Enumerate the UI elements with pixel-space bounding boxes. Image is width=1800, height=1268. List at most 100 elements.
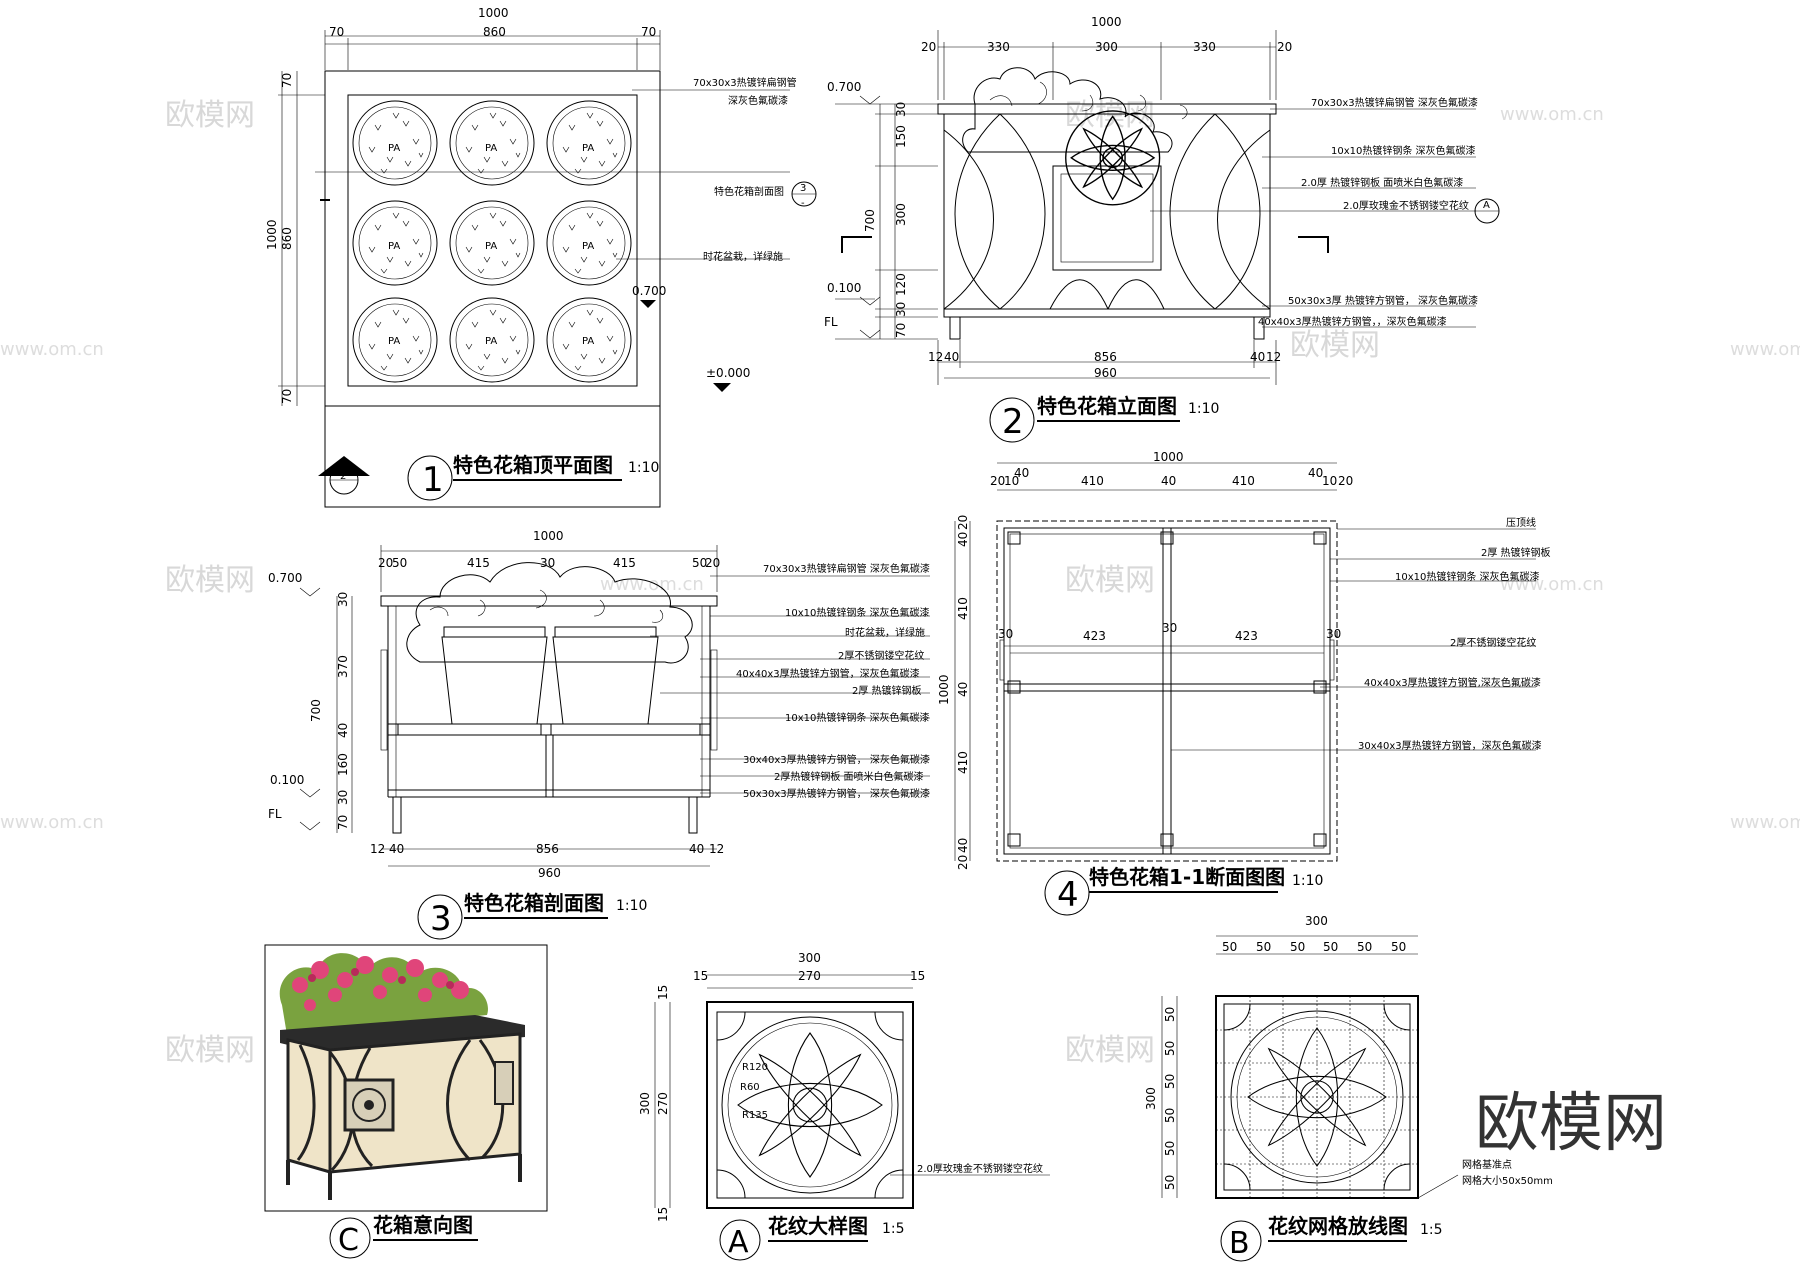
dim-label: 40	[956, 838, 970, 853]
elevation-view: 1000 20 330 300 330 20 12 40 856 40 12 9…	[824, 15, 1500, 443]
view-number: 4	[1057, 875, 1079, 915]
plan-inner	[347, 94, 638, 387]
view-title: 花纹网格放线图	[1268, 1214, 1408, 1238]
callout-note: 深灰色氟碳漆	[728, 94, 788, 107]
dim-label: 40	[389, 842, 404, 856]
dim-label: 15	[910, 969, 925, 983]
callout-note: 2厚不锈钢镂空花纹	[838, 649, 924, 662]
dim-label: 40	[1308, 466, 1323, 480]
dim-label: 1000	[533, 529, 564, 543]
level-mark: 0.700	[268, 571, 302, 585]
view-number: 2	[1002, 402, 1024, 442]
dim-label: 10	[1322, 474, 1337, 488]
dim-label: 50	[392, 556, 407, 570]
dim-label: 1000	[937, 674, 951, 705]
callout-note: 2.0厚玫瑰金不锈钢镂空花纹	[1343, 199, 1469, 212]
dim-label: 30	[998, 627, 1013, 641]
dim-label: 1000	[1091, 15, 1122, 29]
dim-label: 150	[894, 125, 908, 148]
callout-note: 10x10热镀锌钢条 深灰色氟碳漆	[1395, 570, 1540, 583]
dim-label: 50	[1163, 1041, 1177, 1056]
dim-label: 20	[1338, 474, 1353, 488]
view-number: C	[338, 1223, 359, 1258]
dim-label: 370	[336, 655, 350, 678]
dim-label: 700	[863, 209, 877, 232]
dim-label: 12	[709, 842, 724, 856]
dim-label: 1000	[265, 219, 279, 250]
view-scale: 1:10	[616, 898, 647, 914]
callout-note: 40x40x3厚热镀锌方钢管，深灰色氟碳漆	[736, 667, 920, 680]
dim-label: 70	[280, 73, 294, 88]
radius-label: R120	[742, 1062, 768, 1073]
pot-label: PA	[582, 143, 594, 154]
dim-label: 30	[1326, 627, 1341, 641]
dim-label: 423	[1083, 629, 1106, 643]
dim-label: 300	[1144, 1087, 1158, 1110]
dim-label: 30	[336, 592, 350, 607]
watermark: 欧模网	[1065, 98, 1155, 133]
pattern-view: R120 R60 R135 300 15 270 15 300 15 270 1…	[638, 951, 1050, 1261]
level-mark: ±0.000	[706, 366, 750, 380]
view-title: 特色花箱1-1断面图图	[1089, 865, 1285, 889]
dim-label: 20	[921, 40, 936, 54]
dim-label: 1000	[478, 6, 509, 20]
callout-note: 50x30x3厚 热镀锌方钢管， 深灰色氟碳漆	[1288, 294, 1478, 307]
dim-label: 15	[656, 985, 670, 1000]
dim-label: 12	[370, 842, 385, 856]
dim-label: 50	[1163, 1175, 1177, 1190]
view-title: 花纹大样图	[768, 1214, 868, 1238]
dim-label: 410	[956, 597, 970, 620]
callout-note: 10x10热镀锌钢条 深灰色氟碳漆	[785, 711, 930, 724]
dim-label: 70	[894, 323, 908, 338]
dim-label: 50	[692, 556, 707, 570]
dim-label: 30	[540, 556, 555, 570]
dim-label: 30	[894, 102, 908, 117]
view-number: A	[728, 1225, 749, 1260]
dim-label: 50	[1163, 1074, 1177, 1089]
callout-note: 时花盆栽，详绿施	[703, 250, 783, 263]
dim-label: 20	[378, 556, 393, 570]
pot-grid: PA PA PA PA PA PA PA PA PA	[352, 100, 632, 383]
section-view: 1000 20 50 415 30 415 50 20 30 370 40 16…	[268, 529, 930, 940]
dim-label: 1000	[1153, 450, 1184, 464]
view-title: 花箱意向图	[373, 1213, 473, 1237]
watermark-url: www.om.cn	[1500, 104, 1604, 125]
ref-sub: -	[801, 198, 805, 209]
cut-view: 1000 20 10 40 410 40 410 40 10 20 20 40 …	[937, 450, 1551, 916]
dim-label: 20	[956, 855, 970, 870]
pot-label: PA	[388, 336, 400, 347]
watermark-layer: 欧模网 欧模网 欧模网 欧模网 欧模网 欧模网 欧模网 www.om.cn ww…	[0, 98, 1800, 1068]
dim-label: 410	[1232, 474, 1255, 488]
dim-label: 50	[1163, 1141, 1177, 1156]
dim-label: 300	[798, 951, 821, 965]
cut-notes: 压顶线 2厚 热镀锌钢板 10x10热镀锌钢条 深灰色氟碳漆 2厚不锈钢镂空花纹…	[1171, 516, 1551, 752]
dim-label: 410	[1081, 474, 1104, 488]
dim-label: 40	[1161, 474, 1176, 488]
level-mark: FL	[268, 807, 282, 821]
elevation-panel	[1052, 165, 1162, 271]
dim-label: 415	[613, 556, 636, 570]
grid-view: 300 50 50 50 50 50 50 300 50 50 50 50 50…	[1144, 914, 1553, 1262]
dim-label: 410	[956, 751, 970, 774]
ref-letter: A	[1483, 200, 1490, 211]
dim-label: 50	[1256, 940, 1271, 954]
dim-label: 15	[656, 1207, 670, 1222]
dim-label: 50	[1163, 1007, 1177, 1022]
dim-label: 700	[309, 699, 323, 722]
dim-label: 423	[1235, 629, 1258, 643]
render-view: C 花箱意向图	[264, 944, 548, 1259]
section-notes: 70x30x3热镀锌扁钢管 深灰色氟碳漆 10x10热镀锌钢条 深灰色氟碳漆 时…	[650, 562, 930, 800]
callout-note: 10x10热镀锌钢条 深灰色氟碳漆	[1331, 144, 1476, 157]
dim-label: 50	[1391, 940, 1406, 954]
dim-label: 70	[329, 25, 344, 39]
view-scale: 1:10	[628, 460, 659, 476]
dim-label: 12	[928, 350, 943, 364]
callout-note: 2厚热镀锌钢板 面喷米白色氟碳漆	[774, 770, 924, 783]
view-title: 特色花箱立面图	[1037, 394, 1177, 418]
view-title: 特色花箱剖面图	[464, 891, 604, 915]
dim-label: 40	[956, 682, 970, 697]
dim-label: 40	[956, 532, 970, 547]
ref-number: 3	[800, 183, 806, 194]
